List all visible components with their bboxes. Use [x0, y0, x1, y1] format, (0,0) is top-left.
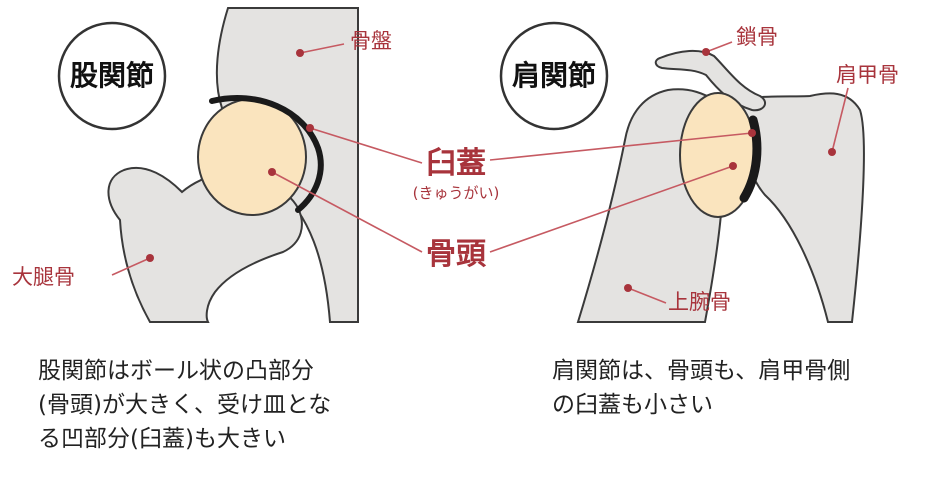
- leader-lines: [111, 41, 849, 304]
- head-label: 骨頭: [426, 237, 487, 272]
- glenoid-rim: [739, 115, 762, 203]
- hip-title-circle: [57, 21, 167, 131]
- socket-label: 臼蓋: [426, 146, 486, 181]
- shoulder-caption: 肩関節は、骨頭も、肩甲骨側 の臼蓋も小さい: [552, 358, 851, 418]
- socket-reading: (きゅうがい): [413, 184, 500, 202]
- pelvis-label: 骨盤: [350, 29, 392, 53]
- hip-title: 股関節: [70, 59, 154, 92]
- hip-caption: 股関節はボール状の凸部分 (骨頭)が大きく、受け皿とな る凹部分(臼蓋)も大きい: [38, 358, 332, 452]
- scapula-label: 肩甲骨: [836, 63, 899, 87]
- humerus-label: 上腕骨: [668, 290, 731, 314]
- clavicle-label: 鎖骨: [736, 25, 778, 49]
- pointer-dots: [146, 48, 836, 292]
- femur-label: 大腿骨: [12, 265, 75, 289]
- acetabulum-rim: [209, 95, 324, 213]
- clavicle-bone: [654, 50, 767, 112]
- shoulder-title: 肩関節: [512, 59, 596, 92]
- shoulder-title-circle: [499, 21, 609, 131]
